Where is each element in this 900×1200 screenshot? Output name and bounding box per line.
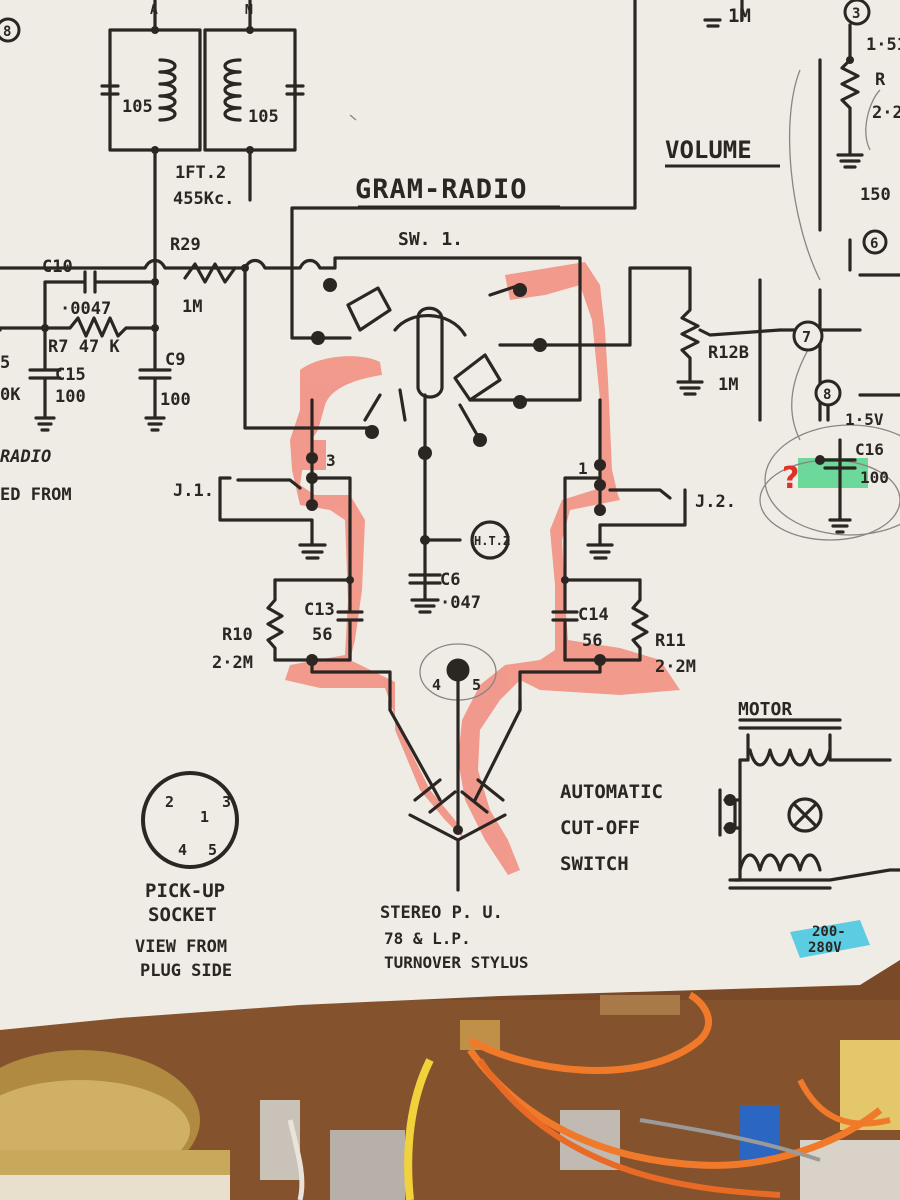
svg-text:M: M [245, 3, 253, 18]
svg-text:2·2M: 2·2M [655, 657, 696, 677]
svg-text:STEREO P. U.: STEREO P. U. [380, 903, 503, 923]
svg-text:R10: R10 [222, 625, 253, 645]
svg-text:56: 56 [312, 625, 332, 645]
svg-text:PICK-UP: PICK-UP [145, 880, 225, 902]
svg-text:C10: C10 [42, 257, 73, 277]
svg-text:TURNOVER STYLUS: TURNOVER STYLUS [384, 953, 529, 972]
svg-text:R12B: R12B [708, 343, 749, 363]
svg-text:6: 6 [870, 236, 878, 252]
svg-text:105: 105 [122, 97, 153, 117]
svg-text:5: 5 [472, 676, 481, 694]
svg-text:C16: C16 [855, 440, 884, 459]
svg-text:3: 3 [326, 451, 336, 470]
svg-text:C15: C15 [55, 365, 86, 385]
svg-text:150: 150 [860, 185, 891, 205]
svg-text:8: 8 [3, 24, 11, 40]
highlight-marker-blue [790, 920, 870, 958]
schematic-labels: GRAM-RADIO VOLUME MOTOR SW. 1. 105 105 1… [0, 3, 900, 981]
svg-text:CUT-OFF: CUT-OFF [560, 817, 640, 839]
heading-volume: VOLUME [665, 136, 752, 164]
svg-text:R11: R11 [655, 631, 686, 651]
svg-text:RADIO: RADIO [0, 447, 51, 467]
svg-text:2: 2 [165, 793, 174, 811]
svg-text:4: 4 [432, 676, 441, 694]
svg-text:1FT.2: 1FT.2 [175, 163, 226, 183]
svg-text:1: 1 [578, 459, 588, 478]
svg-text:5: 5 [208, 841, 217, 859]
svg-text:1M: 1M [728, 5, 751, 27]
svg-text:78 & L.P.: 78 & L.P. [384, 929, 471, 948]
svg-text:·0047: ·0047 [60, 299, 111, 319]
paper-sheet [0, 0, 900, 1030]
svg-text:R: R [875, 70, 886, 90]
svg-text:455Kc.: 455Kc. [173, 189, 234, 209]
svg-text:C9: C9 [165, 350, 185, 370]
valve-symbols [0, 0, 888, 869]
svg-text:1·5V: 1·5V [845, 410, 884, 429]
svg-text:ED FROM: ED FROM [0, 485, 72, 505]
svg-text:0K: 0K [0, 385, 21, 405]
svg-text:AUTOMATIC: AUTOMATIC [560, 781, 663, 803]
heading-gram-radio: GRAM-RADIO [355, 174, 528, 205]
svg-text:5: 5 [0, 353, 10, 373]
svg-text:1M: 1M [718, 375, 738, 395]
switch-label: SW. 1. [398, 229, 463, 250]
svg-text:2·2M: 2·2M [212, 653, 253, 673]
svg-text:1: 1 [200, 808, 209, 826]
svg-text:SWITCH: SWITCH [560, 853, 629, 875]
svg-text:C14: C14 [578, 605, 609, 625]
svg-text:VIEW FROM: VIEW FROM [135, 937, 227, 957]
svg-text:3: 3 [852, 6, 860, 22]
svg-text:R29: R29 [170, 235, 201, 255]
svg-text:J.1.: J.1. [173, 481, 214, 501]
svg-text:280V: 280V [808, 940, 842, 956]
svg-text:J.2.: J.2. [695, 492, 736, 512]
svg-text:C13: C13 [304, 600, 335, 620]
svg-text:1·51: 1·51 [866, 35, 900, 55]
svg-text:100: 100 [160, 390, 191, 410]
svg-text:A: A [150, 3, 158, 18]
svg-text:100: 100 [55, 387, 86, 407]
handwritten-question-mark: ? [782, 461, 799, 496]
svg-text:H.T.Z: H.T.Z [474, 534, 510, 548]
svg-text:1M: 1M [182, 297, 202, 317]
svg-text:·047: ·047 [440, 593, 481, 613]
svg-text:SOCKET: SOCKET [148, 904, 217, 926]
svg-text:200-: 200- [812, 924, 846, 940]
svg-text:56: 56 [582, 631, 602, 651]
svg-text:C6: C6 [440, 570, 460, 590]
svg-text:R7 47 K: R7 47 K [48, 337, 120, 357]
svg-text:8: 8 [823, 387, 831, 403]
circuit-board [0, 990, 900, 1200]
svg-text:105: 105 [248, 107, 279, 127]
svg-text:100: 100 [860, 468, 889, 487]
svg-text:PLUG SIDE: PLUG SIDE [140, 961, 232, 981]
svg-text:4: 4 [178, 841, 187, 859]
heading-motor: MOTOR [738, 699, 792, 720]
svg-text:7: 7 [802, 328, 811, 346]
svg-text:3: 3 [222, 793, 231, 811]
svg-text:2·2: 2·2 [872, 103, 900, 123]
